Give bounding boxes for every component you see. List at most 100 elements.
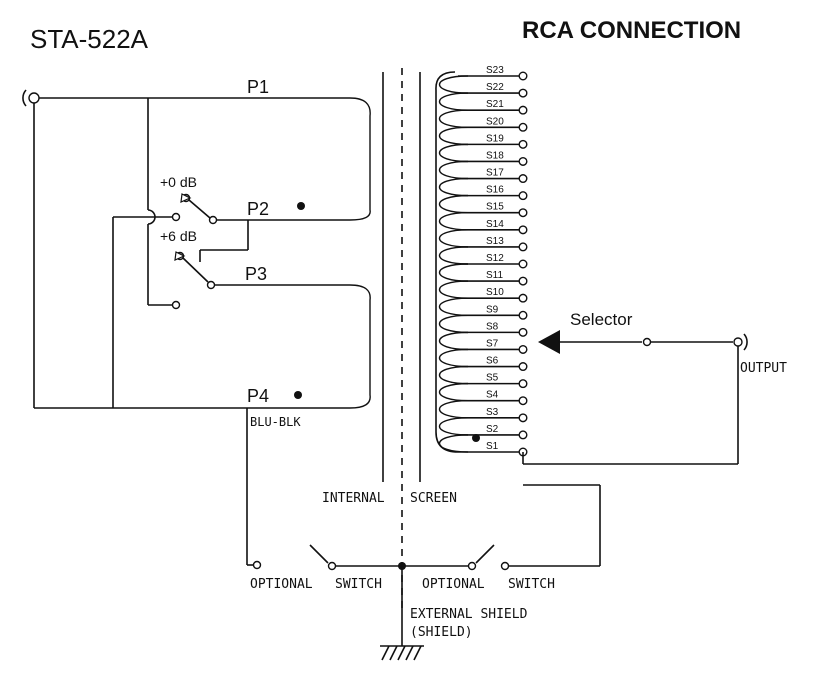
tap-label: S9 bbox=[486, 304, 499, 315]
selector-label: Selector bbox=[570, 310, 633, 329]
secondary-turn bbox=[438, 75, 469, 94]
tap-terminal[interactable] bbox=[518, 344, 528, 354]
secondary-turn bbox=[438, 365, 469, 385]
secondary-turn bbox=[438, 160, 469, 180]
tap-s4[interactable]: S4 bbox=[438, 382, 528, 406]
tap-label: S23 bbox=[486, 65, 504, 76]
tap-s15[interactable]: S15 bbox=[438, 194, 528, 218]
tap-terminal[interactable] bbox=[518, 88, 528, 98]
label-shield: (SHIELD) bbox=[410, 625, 473, 640]
tap-terminal[interactable] bbox=[518, 122, 528, 132]
tap-terminal[interactable] bbox=[518, 71, 528, 81]
secondary-turn bbox=[438, 92, 469, 111]
output-label: OUTPUT bbox=[740, 361, 787, 376]
secondary-turn bbox=[438, 331, 469, 351]
output-jack bbox=[522, 333, 748, 465]
tap-terminal[interactable] bbox=[518, 259, 528, 269]
tap-terminal[interactable] bbox=[518, 156, 528, 166]
selector-arrow[interactable] bbox=[538, 330, 733, 354]
secondary-turn bbox=[438, 434, 469, 453]
tap-s7[interactable]: S7 bbox=[438, 331, 528, 354]
tap-s23[interactable]: S23 bbox=[458, 65, 528, 81]
tap-terminal[interactable] bbox=[518, 208, 528, 218]
tap-label: S11 bbox=[486, 270, 503, 281]
tap-terminal[interactable] bbox=[518, 276, 528, 286]
secondary-turn bbox=[438, 126, 469, 146]
label-right-optional: OPTIONAL bbox=[422, 577, 485, 592]
tap-label: S13 bbox=[486, 236, 504, 247]
tap-label: S22 bbox=[486, 82, 504, 93]
tap-s20[interactable]: S20 bbox=[438, 109, 528, 132]
primary-wiring bbox=[22, 89, 350, 566]
tap-s11[interactable]: S11 bbox=[438, 263, 528, 286]
tap-terminal[interactable] bbox=[518, 293, 528, 303]
transformer-core bbox=[382, 68, 421, 610]
tap-label: S3 bbox=[486, 407, 499, 418]
label-zero-db: +0 dB bbox=[160, 174, 197, 190]
secondary-turn bbox=[438, 263, 469, 282]
tap-s3[interactable]: S3 bbox=[438, 400, 528, 423]
tap-terminal[interactable] bbox=[518, 225, 528, 235]
tap-label: S6 bbox=[486, 356, 499, 367]
tap-terminal[interactable] bbox=[518, 105, 528, 115]
secondary-turn bbox=[438, 280, 469, 299]
secondary-turn bbox=[438, 194, 469, 214]
tap-label: S16 bbox=[486, 185, 504, 196]
tap-label: S8 bbox=[486, 321, 499, 332]
tap-terminal[interactable] bbox=[518, 413, 528, 423]
connection-title: RCA CONNECTION bbox=[522, 17, 741, 44]
polarity-dot-p2 bbox=[297, 202, 305, 210]
tap-s14[interactable]: S14 bbox=[438, 212, 528, 235]
tap-label: S18 bbox=[486, 150, 504, 161]
input-jack bbox=[28, 92, 40, 104]
tap-s16[interactable]: S16 bbox=[438, 177, 528, 201]
tap-s12[interactable]: S12 bbox=[438, 246, 528, 269]
tap-terminal[interactable] bbox=[518, 242, 528, 252]
label-p1: P1 bbox=[247, 77, 269, 97]
tap-terminal[interactable] bbox=[518, 362, 528, 372]
tap-s21[interactable]: S21 bbox=[438, 92, 528, 115]
polarity-dot-p4 bbox=[294, 391, 302, 399]
tap-label: S10 bbox=[486, 287, 504, 298]
label-screen: SCREEN bbox=[410, 491, 457, 506]
secondary-turn bbox=[438, 314, 469, 334]
tap-s1[interactable]: S1 bbox=[438, 434, 528, 457]
tap-terminal[interactable] bbox=[518, 191, 528, 201]
secondary-turn bbox=[438, 229, 469, 248]
tap-s2[interactable]: S2 bbox=[438, 417, 528, 440]
tap-s6[interactable]: S6 bbox=[438, 348, 528, 372]
ground-network bbox=[252, 484, 601, 646]
label-p3: P3 bbox=[245, 264, 267, 284]
tap-terminal[interactable] bbox=[518, 174, 528, 184]
secondary-turn bbox=[438, 297, 469, 316]
secondary-turn bbox=[438, 109, 469, 128]
label-blu-blk: BLU-BLK bbox=[250, 415, 301, 429]
tap-label: S20 bbox=[486, 116, 504, 127]
tap-terminal[interactable] bbox=[518, 327, 528, 337]
secondary-turn bbox=[438, 382, 469, 402]
tap-s19[interactable]: S19 bbox=[438, 126, 528, 149]
tap-s10[interactable]: S10 bbox=[438, 280, 528, 303]
tap-s18[interactable]: S18 bbox=[438, 143, 528, 166]
primary-coil-upper bbox=[349, 97, 371, 221]
tap-s22[interactable]: S22 bbox=[438, 75, 528, 98]
tap-s13[interactable]: S13 bbox=[438, 229, 528, 252]
tap-terminal[interactable] bbox=[518, 139, 528, 149]
tap-s9[interactable]: S9 bbox=[438, 297, 528, 320]
tap-label: S1 bbox=[486, 441, 499, 452]
tap-terminal[interactable] bbox=[518, 430, 528, 440]
tap-s17[interactable]: S17 bbox=[438, 160, 528, 184]
label-internal: INTERNAL bbox=[322, 491, 385, 506]
tap-label: S5 bbox=[486, 373, 499, 384]
tap-s8[interactable]: S8 bbox=[438, 314, 528, 337]
secondary-taps: S1S2S3S4S5S6S7S8S9S10S11S12S13S14S15S16S… bbox=[438, 65, 528, 457]
tap-terminal[interactable] bbox=[518, 396, 528, 406]
tap-s5[interactable]: S5 bbox=[438, 365, 528, 389]
tap-label: S21 bbox=[486, 99, 504, 110]
label-p2: P2 bbox=[247, 199, 269, 219]
label-p4: P4 bbox=[247, 386, 269, 406]
tap-terminal[interactable] bbox=[518, 379, 528, 389]
tap-terminal[interactable] bbox=[518, 310, 528, 320]
secondary-turn bbox=[438, 400, 469, 419]
